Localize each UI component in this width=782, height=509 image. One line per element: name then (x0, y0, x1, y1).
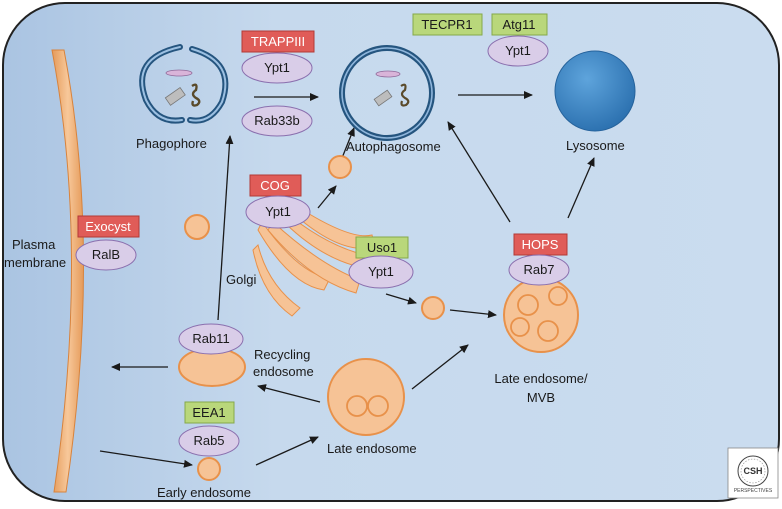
late-endosome (327, 358, 405, 436)
mvb-vesicle (510, 317, 530, 337)
ralb-oval (75, 239, 137, 271)
ypt1-uso1-label: Ypt1 (368, 264, 394, 279)
plasma-membrane (51, 49, 84, 493)
rab11-label: Rab11 (192, 331, 229, 346)
ypt1-cog-label: Ypt1 (265, 204, 291, 219)
arrow-membrane-to-early-endosome (99, 450, 193, 468)
lysosome-label: Lysosome (566, 138, 625, 153)
cargo-rect (164, 87, 186, 106)
arrow-mvb-to-lysosome (567, 157, 595, 219)
rab33b-oval (241, 105, 313, 137)
phagophore-label: Phagophore (136, 136, 207, 151)
cargo-oval (165, 69, 193, 77)
late-endosome-vesicle (367, 395, 389, 417)
arrow-early-endosome-to-late-endosome (255, 436, 319, 466)
rab7-label: Rab7 (523, 262, 554, 277)
late-endosome-label: Late endosome (327, 441, 417, 456)
pathway-arrows (99, 91, 595, 468)
eea1-label: EEA1 (192, 405, 225, 420)
rab7-oval (508, 254, 570, 286)
rab33b-label: Rab33b (254, 113, 300, 128)
golgi-label: Golgi (226, 272, 256, 287)
autophagosome (339, 45, 435, 141)
csh-perspectives-logo: CSH PERSPECTIVES (727, 447, 779, 499)
rab5-label: Rab5 (193, 433, 224, 448)
arrow-small-vesicle-to-mvb (449, 309, 497, 319)
cargo-squiggle (191, 83, 201, 107)
trappiii-box (241, 30, 315, 53)
arrow-vesicle-to-autophagosome (341, 127, 355, 159)
cargo-rect (373, 89, 393, 107)
arrow-late-endosome-to-mvb (411, 344, 469, 390)
logo-text-1: CSH (743, 466, 762, 476)
recycling-label: Recycling (254, 347, 310, 362)
eea1-box (184, 401, 235, 424)
mvb (503, 277, 579, 353)
rab5-oval (178, 425, 240, 457)
mvb-vesicle (548, 286, 568, 306)
arrow-late-endosome-to-recycling (257, 384, 321, 403)
atg11-label: Atg11 (502, 17, 535, 32)
ypt1-atg11-oval (487, 35, 549, 67)
atg11-box (491, 13, 548, 36)
cargo-squiggle (400, 83, 410, 107)
membrane-label: membrane (4, 255, 66, 270)
autophagosome-label: Autophagosome (346, 139, 441, 154)
uso1-label: Uso1 (367, 240, 397, 255)
ypt1-uso1-oval (348, 255, 414, 289)
endosome-label: endosome (253, 364, 314, 379)
arrow-golgi-to-vesicle (317, 185, 337, 209)
vesicle-golgi-top (328, 155, 352, 179)
ralb-label: RalB (92, 247, 120, 262)
lysosome (554, 50, 636, 132)
late-endosome-mvb-label-2: MVB (527, 390, 555, 405)
arrow-rab11-to-phagophore (217, 135, 234, 321)
rab11-oval (178, 323, 244, 355)
arrow-mvb-to-autophagosome (447, 121, 511, 223)
cargo-oval (375, 70, 401, 78)
late-endosome-mvb-label-1: Late endosome/ (494, 371, 588, 386)
cog-label: COG (260, 178, 290, 193)
exocyst-label: Exocyst (85, 219, 131, 234)
late-endosome-vesicle (346, 395, 368, 417)
tecpr1-label: TECPR1 (421, 17, 472, 32)
ypt1-cog-oval (245, 195, 311, 229)
hops-label: HOPS (522, 237, 559, 252)
mvb-vesicle (537, 320, 559, 342)
early-endosome-label: Early endosome (157, 485, 251, 500)
ypt1-atg11-label: Ypt1 (505, 43, 531, 58)
vesicle-left (184, 214, 210, 240)
vesicle-golgi-right (421, 296, 445, 320)
phagophore (139, 44, 229, 124)
early-endosome (197, 457, 221, 481)
trappiii-label: TRAPPIII (251, 34, 305, 49)
exocyst-box (77, 215, 140, 238)
mvb-vesicle (517, 294, 539, 316)
arrow-golgi-to-small-vesicle (385, 293, 417, 305)
plasma-label: Plasma (12, 237, 56, 252)
ypt1-trapp-label: Ypt1 (264, 60, 290, 75)
tecpr1-box (412, 13, 483, 36)
logo-text-2: PERSPECTIVES (734, 488, 773, 494)
ypt1-trapp-oval (241, 52, 313, 84)
